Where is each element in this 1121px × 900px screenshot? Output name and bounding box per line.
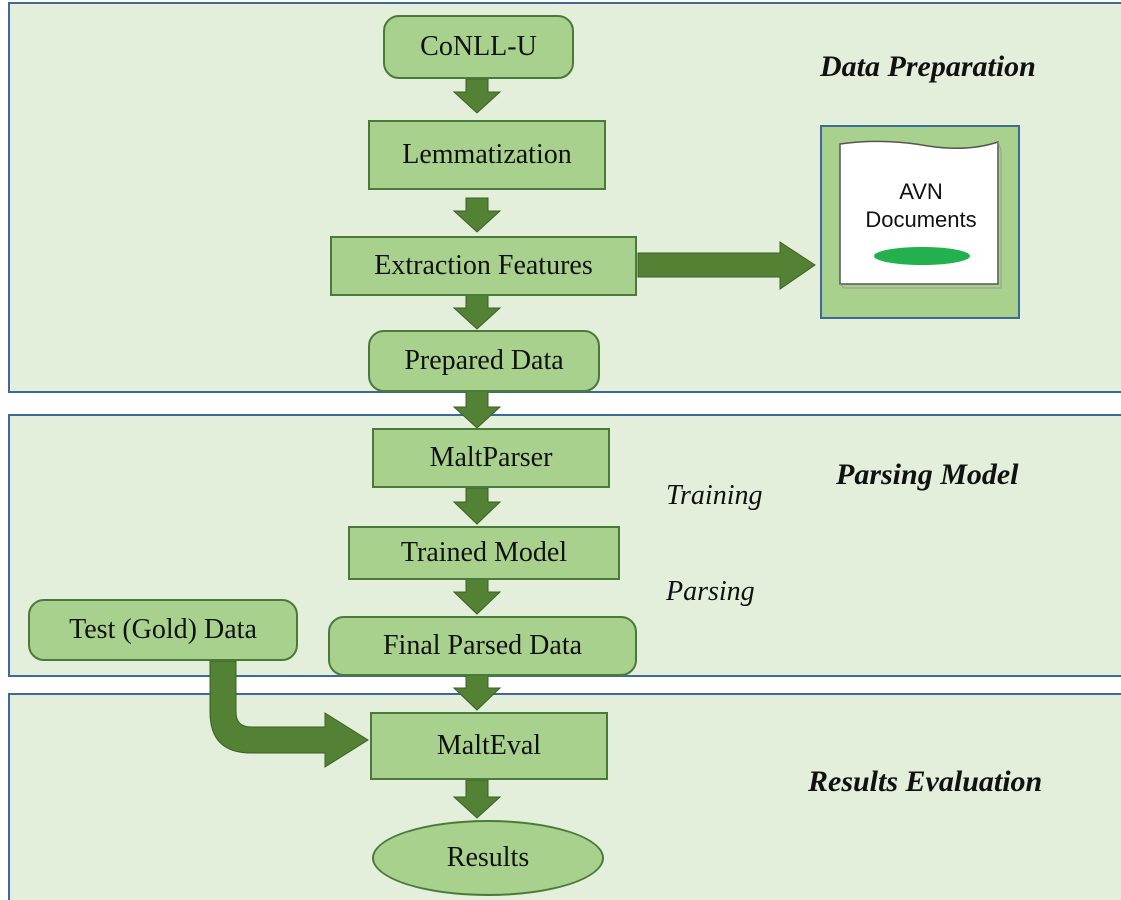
arrow-trained-to-final xyxy=(452,578,502,615)
prepared-data-node: Prepared Data xyxy=(368,330,600,392)
avn-documents-label: AVN Documents xyxy=(838,178,1004,234)
extraction-features-node: Extraction Features xyxy=(330,236,637,296)
document-icon xyxy=(839,140,1002,289)
final-parsed-data-node: Final Parsed Data xyxy=(328,616,637,676)
data-preparation-title: Data Preparation xyxy=(820,50,1036,83)
documents-label: Documents xyxy=(865,207,977,232)
arrow-final-to-malteval xyxy=(452,674,502,711)
maltparser-node: MaltParser xyxy=(372,428,610,488)
test-gold-data-node: Test (Gold) Data xyxy=(28,599,298,661)
avn-label: AVN xyxy=(899,179,943,204)
trained-model-node: Trained Model xyxy=(348,526,620,580)
arrow-lemmatization-to-extraction xyxy=(452,197,502,233)
arrow-extraction-to-documents xyxy=(637,241,816,290)
training-label: Training xyxy=(666,480,763,511)
arrow-malteval-to-results xyxy=(452,779,502,819)
malteval-node: MaltEval xyxy=(370,712,608,780)
arrow-conll-to-lemmatization xyxy=(452,78,502,114)
conll-u-node: CoNLL-U xyxy=(383,15,574,79)
arrow-prepared-to-maltparser xyxy=(452,388,502,429)
arrow-maltparser-to-trained xyxy=(452,487,502,525)
arrow-extraction-to-prepared xyxy=(452,294,502,330)
lemmatization-node: Lemmatization xyxy=(368,120,606,190)
results-node: Results xyxy=(372,820,604,896)
results-evaluation-title: Results Evaluation xyxy=(808,765,1043,798)
parsing-model-title: Parsing Model xyxy=(836,458,1019,491)
parsing-label: Parsing xyxy=(666,576,755,607)
